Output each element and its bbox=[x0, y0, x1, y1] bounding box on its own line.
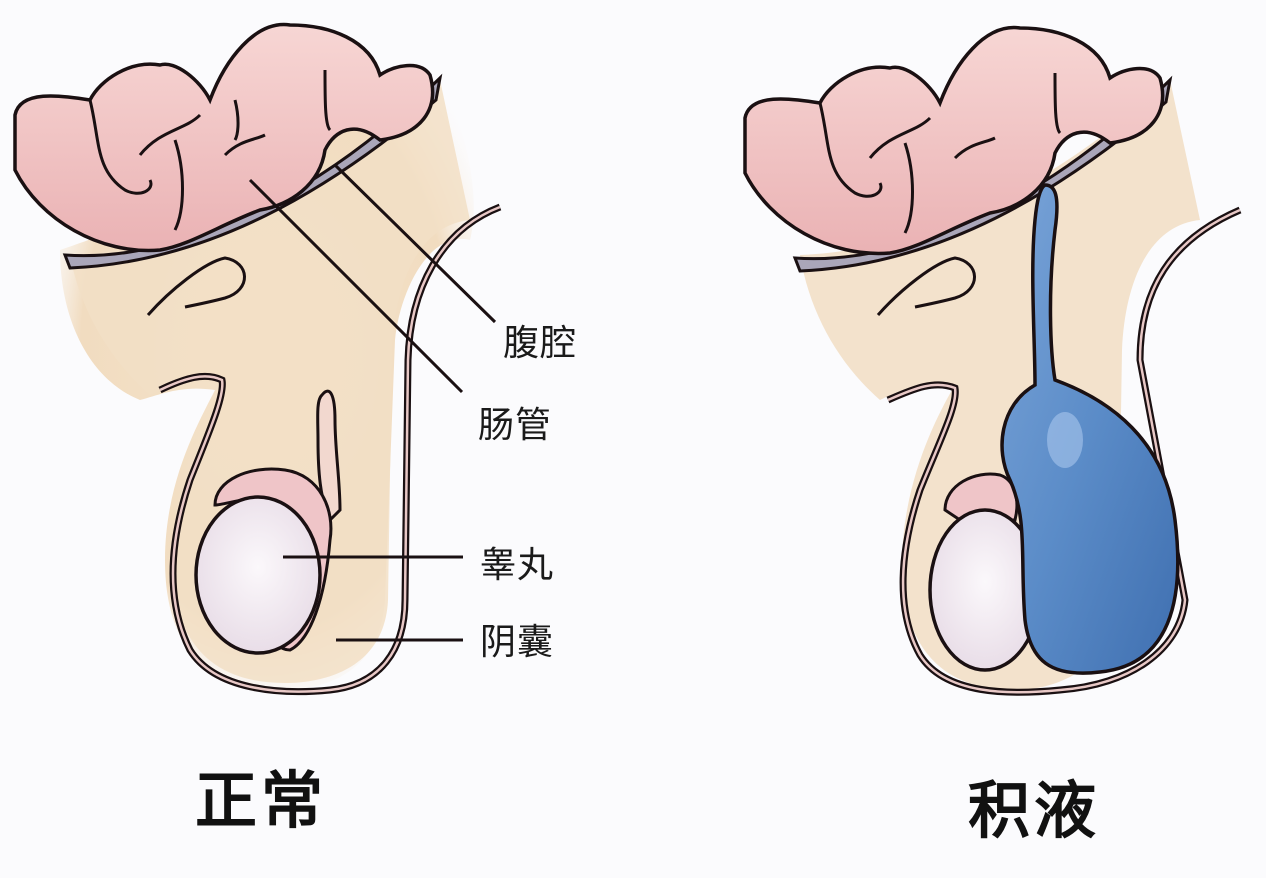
leader-intestine bbox=[248, 178, 464, 394]
label-intestine: 肠管 bbox=[478, 405, 553, 446]
hydrocele-fluid bbox=[1000, 183, 1180, 675]
label-scrotum: 阴囊 bbox=[480, 622, 555, 663]
intestine bbox=[13, 22, 435, 253]
fluid-highlight bbox=[1047, 412, 1083, 468]
inguinal-ring-right bbox=[876, 256, 976, 316]
spermatic-cord bbox=[316, 389, 342, 523]
label-testis: 睾丸 bbox=[480, 545, 555, 586]
intestine-right bbox=[743, 25, 1165, 256]
caption-normal: 正常 bbox=[195, 764, 328, 837]
testis bbox=[194, 495, 322, 655]
epididymis-right bbox=[943, 472, 1019, 522]
inguinal-ring bbox=[146, 256, 246, 316]
leader-abdominal-cavity bbox=[333, 163, 497, 324]
normal-panel bbox=[13, 22, 502, 696]
caption-hydrocele: 积液 bbox=[968, 774, 1101, 847]
label-abdominal-cavity: 腹腔 bbox=[503, 323, 578, 364]
hydrocele-panel bbox=[743, 25, 1242, 696]
